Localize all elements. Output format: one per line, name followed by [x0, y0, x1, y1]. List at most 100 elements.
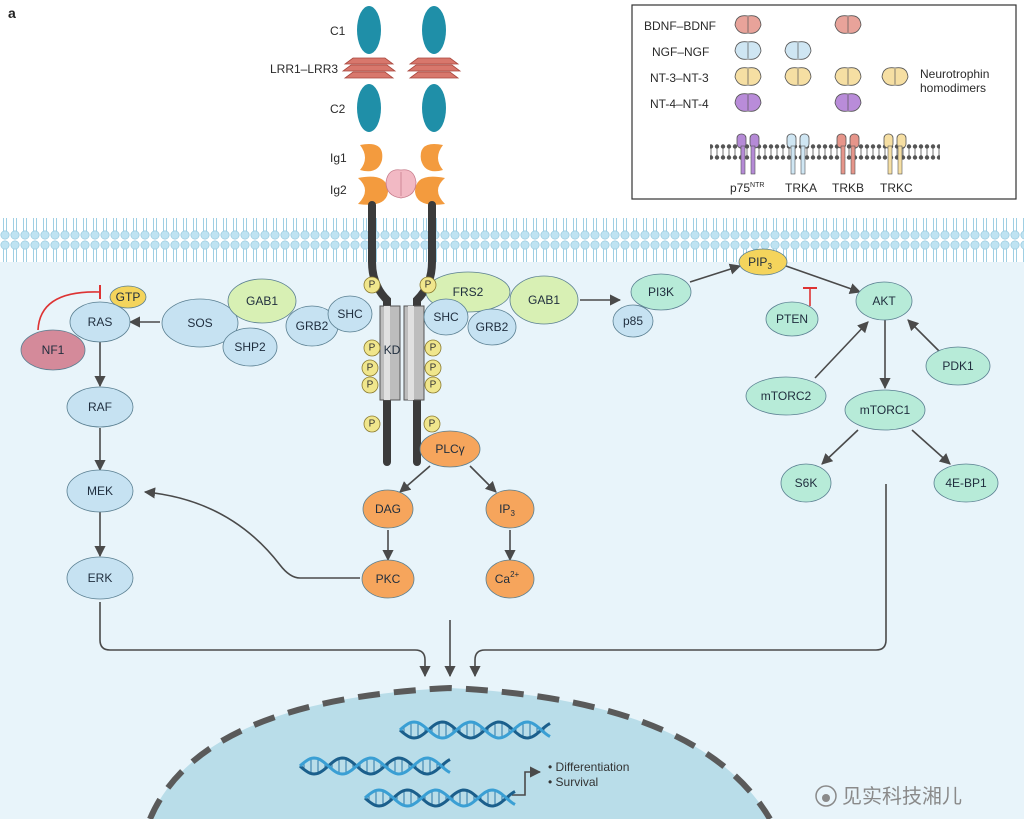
label-lrr: LRR1–LRR3 [270, 62, 338, 76]
legend-receptor-trkb: TRKB [832, 181, 864, 195]
phosphate-label: P [369, 419, 376, 430]
shc-left-node: SHC [327, 295, 373, 333]
legend-trkb-receptor [836, 133, 860, 175]
legend-nt3-dimer [784, 67, 812, 86]
nf1-inhibits-ras-arc [37, 291, 101, 331]
dna-helix [298, 756, 451, 776]
raf-node: RAF [66, 386, 134, 428]
watermark: 见实科技湘儿 [815, 785, 962, 808]
weibo-icon [815, 785, 837, 807]
ig2-domain-left [358, 176, 388, 205]
phosphate-label: P [425, 280, 432, 291]
phosphate-label: P [430, 363, 437, 374]
watermark-text: 见实科技湘儿 [842, 785, 962, 808]
dna-helix [398, 720, 551, 740]
legend-note-line1: Neurotrophin [920, 67, 989, 81]
c1-domain-right [422, 6, 446, 54]
frs2-node-label: FRS2 [453, 285, 484, 299]
ca-node-label: Ca2+ [495, 570, 520, 587]
shp2-node: SHP2 [222, 327, 278, 367]
phosphate-label: P [367, 380, 374, 391]
s6k-node-label: S6K [795, 476, 818, 490]
nf1-node-label: NF1 [42, 343, 65, 357]
lrr-domain-right [406, 57, 462, 79]
gab1-left-node: GAB1 [227, 278, 297, 324]
plcg-node-label: PLCγ [435, 442, 464, 456]
ip3-node-label-script: 3 [510, 509, 515, 518]
c1-domain-left [357, 6, 381, 54]
gtp-node: GTP [109, 285, 147, 309]
ras-node: RAS [69, 301, 131, 343]
receptor-extracellular [341, 6, 462, 205]
ca-node: Ca2+ [485, 559, 535, 599]
pip3-node-label-script: 3 [767, 262, 772, 271]
phosphate-label: P [429, 419, 436, 430]
phosphate-site: P [363, 276, 381, 294]
raf-node-label: RAF [88, 400, 112, 414]
grb2-right-node-label: GRB2 [476, 320, 509, 334]
outcome-survival-label: Survival [556, 775, 599, 789]
legend-nt4-dimer [834, 93, 862, 112]
phosphate-site: P [424, 359, 442, 377]
panel-label: a [8, 5, 16, 21]
outcome-survival: • Survival [548, 775, 598, 789]
gab1-right-node-label: GAB1 [528, 293, 560, 307]
label-kd: KD [384, 343, 401, 357]
shc-left-node-label: SHC [337, 307, 363, 321]
phosphate-site: P [419, 276, 437, 294]
plcg-node: PLCγ [419, 430, 481, 468]
grb2-right-node: GRB2 [467, 308, 517, 346]
phosphate-label: P [430, 380, 437, 391]
legend-membrane [710, 144, 940, 160]
phosphate-site: P [361, 376, 379, 394]
outcome-differentiation: • Differentiation [548, 760, 629, 774]
label-ig2: Ig2 [330, 183, 347, 197]
legend-bdnf-dimer [834, 15, 862, 34]
legend-p75-receptor [736, 133, 760, 175]
phosphate-label: P [369, 280, 376, 291]
grb2-left-node-label: GRB2 [296, 319, 329, 333]
legend-trkc-receptor [883, 133, 907, 175]
nucleus [150, 688, 770, 819]
label-ig1: Ig1 [330, 151, 347, 165]
legend-bdnf-dimer [734, 15, 762, 34]
pten-node-label: PTEN [776, 312, 808, 326]
p85-node: p85 [612, 304, 654, 338]
legend: BDNF–BDNF NGF–NGF NT-3–NT-3 NT-4–NT-4 Ne… [631, 4, 1017, 200]
outcome-survival-bullet: • [548, 775, 556, 789]
legend-nt3-dimer [881, 67, 909, 86]
legend-row-ngf: NGF–NGF [652, 45, 709, 59]
ip3-node-label-main: IP [499, 502, 510, 516]
phosphate-label: P [369, 343, 376, 354]
legend-note-line2: homodimers [920, 81, 986, 95]
c2-domain-left [357, 84, 381, 132]
ebp1-node-label: 4E-BP1 [945, 476, 987, 490]
pi3k-node: PI3K [630, 273, 692, 311]
phosphate-site: P [363, 415, 381, 433]
akt-node: AKT [855, 281, 913, 321]
pip3-node: PIP3 [738, 248, 788, 276]
ig2-domain-right [415, 176, 445, 205]
c2-domain-right [422, 84, 446, 132]
label-c1: C1 [330, 24, 346, 38]
gab1-right-node: GAB1 [509, 275, 579, 325]
grb2-left-node: GRB2 [285, 305, 339, 347]
legend-receptor-trka: TRKA [785, 181, 817, 195]
mtorc2-node-label: mTORC2 [761, 389, 812, 403]
mek-node: MEK [66, 469, 134, 513]
ig1-domain-right [420, 144, 443, 172]
pkc-node: PKC [361, 559, 415, 599]
ras-node-label: RAS [88, 315, 113, 329]
outcome-differentiation-label: Differentiation [556, 760, 630, 774]
nuclear-envelope [147, 684, 773, 821]
pip3-node-label: PIP3 [748, 255, 772, 271]
lrr-domain-left [341, 57, 397, 79]
sos-node: SOS [161, 298, 239, 348]
ca-node-label-main: Ca [495, 572, 511, 586]
pathway-arrows [37, 263, 951, 796]
legend-nt4-dimer [734, 93, 762, 112]
phosphate-label: P [367, 363, 374, 374]
phosphate-label: P [430, 343, 437, 354]
legend-row-bdnf: BDNF–BDNF [644, 19, 716, 33]
